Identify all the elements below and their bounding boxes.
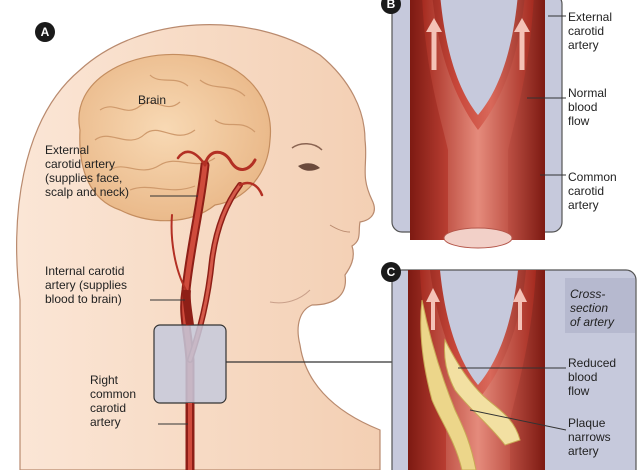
jaw-line [269, 289, 311, 304]
panel-c-badge: C [381, 262, 401, 282]
panel-a-badge: A [35, 22, 55, 42]
common-carotid-b-label: Common carotid artery [568, 170, 617, 212]
plaque-label: Plaque narrows artery [568, 416, 611, 458]
brain-folds [94, 74, 256, 191]
right-common-carotid-label: Right common carotid artery [90, 373, 137, 429]
normal-blood-flow-label: Normal blood flow [568, 86, 607, 128]
external-carotid-artery-label: External carotid artery (supplies face, … [45, 143, 130, 199]
brain-shape [78, 53, 272, 222]
panel-b-badge: B [381, 0, 401, 14]
panel-b-vessel [410, 0, 545, 249]
leaders-b [527, 15, 566, 176]
external-carotid-b-label: External carotid artery [568, 10, 613, 52]
eye [298, 163, 320, 171]
panel-c-vessel [408, 270, 545, 470]
brain-label: Brain [138, 93, 167, 107]
cross-section-label: Cross- section of artery [570, 287, 615, 329]
leaders-c [458, 367, 567, 431]
reduced-blood-flow-label: Reduced blood flow [568, 356, 617, 398]
brow [291, 143, 323, 151]
neck-highlight-box [153, 324, 227, 404]
cross-section-box [565, 278, 635, 333]
mouth [329, 224, 351, 233]
leaders-a [150, 195, 198, 425]
internal-carotid-artery-label: Internal carotid artery (supplies blood … [45, 264, 128, 306]
